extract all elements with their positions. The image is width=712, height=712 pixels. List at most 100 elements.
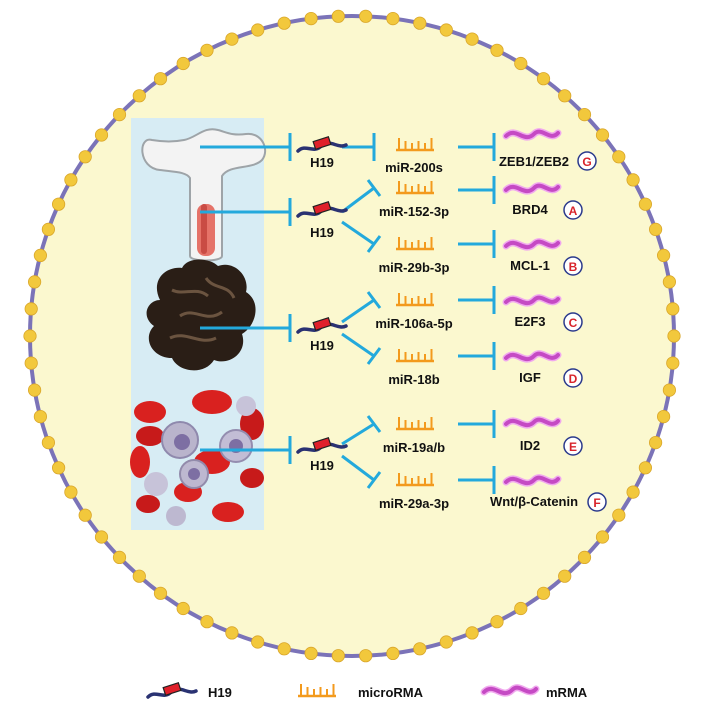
membrane-bead [331, 9, 345, 23]
membrane-bead [439, 23, 453, 37]
membrane-bead [277, 642, 291, 656]
membrane-bead [514, 56, 528, 71]
membrane-bead [662, 275, 677, 289]
membrane-bead [490, 615, 504, 629]
membrane-bead [667, 329, 681, 343]
membrane-bead [41, 435, 56, 450]
svg-text:D: D [569, 372, 578, 386]
h19-label: H19 [310, 458, 334, 473]
membrane-bead [514, 601, 528, 616]
mrna-strand [504, 183, 560, 194]
legend-h19-icon [146, 681, 198, 699]
membrane-bead [536, 586, 551, 600]
target-label: ID2 [520, 438, 540, 453]
h19-label: H19 [310, 338, 334, 353]
membrane-bead [251, 23, 265, 37]
h19-box [312, 316, 332, 332]
badge-c: C [563, 312, 583, 332]
badge-a: A [563, 200, 583, 220]
membrane-bead [27, 383, 42, 397]
membrane-bead [277, 16, 291, 30]
membrane-bead [386, 646, 400, 661]
legend: H19 microRMA mRMA [146, 681, 588, 700]
membrane-bead [536, 72, 551, 86]
membrane-bead [331, 649, 345, 663]
membrane-bead [656, 248, 671, 262]
blood-cells-illustration [130, 390, 264, 526]
membrane-bead [638, 197, 653, 211]
mirna-label: miR-200s [385, 160, 443, 175]
mirna-glyphs [396, 138, 434, 487]
membrane-bead [304, 12, 318, 26]
badge-g: G [577, 151, 597, 171]
target-label: IGF [519, 370, 541, 385]
membrane-bead [648, 222, 663, 236]
membrane-bead [413, 642, 427, 656]
membrane-bead [359, 649, 373, 663]
membrane-bead [176, 601, 190, 616]
membrane-bead [94, 128, 109, 142]
membrane-bead [595, 530, 610, 544]
membrane-bead [386, 12, 400, 26]
tumor-illustration [146, 259, 256, 371]
mrna-strand [504, 475, 560, 486]
membrane-bead [153, 72, 168, 86]
membrane-bead [132, 569, 146, 583]
membrane-bead [612, 508, 626, 522]
mirna-label: miR-19a/b [383, 440, 445, 455]
membrane-bead [41, 222, 56, 236]
h19-label: H19 [310, 225, 334, 240]
membrane-bead [638, 461, 653, 475]
membrane-bead [78, 150, 92, 164]
membrane-bead [577, 550, 592, 565]
membrane-bead [112, 108, 127, 122]
membrane-bead [558, 569, 572, 583]
membrane-bead [359, 9, 373, 23]
membrane-bead [27, 275, 42, 289]
membrane-bead [225, 626, 239, 640]
cell-body [28, 14, 676, 658]
legend-microrna-label: microRMA [358, 685, 424, 700]
membrane-bead [225, 32, 239, 46]
membrane-bead [51, 197, 66, 211]
membrane-bead [176, 56, 190, 71]
mrna-strand [504, 129, 560, 140]
svg-text:G: G [582, 155, 591, 169]
target-label: ZEB1/ZEB2 [499, 154, 569, 169]
mirna-label: miR-18b [388, 372, 439, 387]
mrna-strand [482, 685, 538, 696]
membrane-bead [465, 626, 479, 640]
h19-box [312, 135, 332, 151]
membrane-bead [662, 383, 677, 397]
membrane-bead [94, 530, 109, 544]
membrane-bead [78, 508, 92, 522]
svg-text:C: C [569, 316, 578, 330]
h19-label: H19 [310, 155, 334, 170]
svg-text:F: F [593, 496, 600, 510]
legend-mrna-icon [480, 684, 540, 697]
membrane-bead [112, 550, 127, 565]
legend-h19-label: H19 [208, 685, 232, 700]
h19-glyphs [296, 135, 348, 454]
mirna-label: miR-29a-3p [379, 496, 449, 511]
mrna-strand [504, 417, 560, 428]
target-label: Wnt/β-Catenin [490, 494, 578, 509]
connection-lines [200, 133, 496, 494]
mirna-label: miR-106a-5p [375, 316, 452, 331]
membrane-bead [577, 108, 592, 122]
bone-illustration [141, 128, 267, 262]
membrane-bead [439, 635, 453, 649]
mrna-strand [504, 351, 560, 362]
membrane-bead [132, 89, 146, 103]
badge-d: D [563, 368, 583, 388]
membrane-bead [64, 485, 78, 499]
svg-text:E: E [569, 440, 577, 454]
target-label: E2F3 [514, 314, 545, 329]
membrane-bead [612, 150, 626, 164]
membrane-bead [595, 128, 610, 142]
membrane-bead [24, 356, 38, 370]
membrane-bead [33, 248, 48, 262]
membrane-bead [200, 615, 214, 629]
membrane-bead [656, 409, 671, 424]
